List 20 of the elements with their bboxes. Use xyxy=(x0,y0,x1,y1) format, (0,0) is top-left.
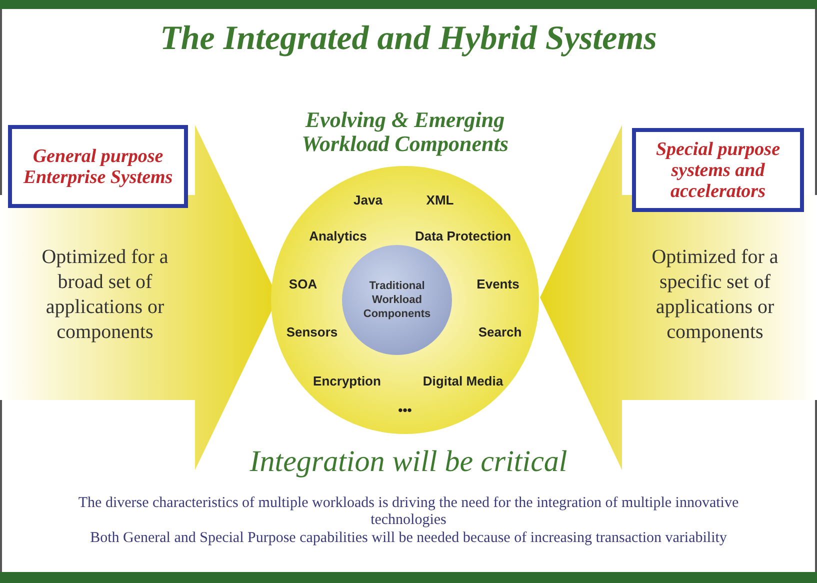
workload-label: Sensors xyxy=(286,324,338,340)
workload-label: Digital Media xyxy=(422,374,504,388)
description-text: Optimized for a broad set of applications or components xyxy=(40,245,170,345)
title: The Integrated and Hybrid Systems xyxy=(159,20,658,58)
title-box: General purpose Enterprise Systems xyxy=(8,125,188,208)
note-text: Both General and Special Purpose capabilities will be needed because of increasing transaction variability xyxy=(89,530,728,547)
description-text: Optimized for a specific set of applications or components xyxy=(650,245,780,345)
workload-label: Events xyxy=(476,276,520,292)
workload-label: Encryption xyxy=(313,374,381,388)
workload-label: Search xyxy=(478,324,522,340)
workload-label: SOA xyxy=(288,276,318,292)
workload-label: Analytics xyxy=(309,228,367,244)
note-text: The diverse characteristics of multiple workloads is driving the need for the integration of multiple innovative technologies xyxy=(77,495,740,529)
heading: Evolving & Emerging Workload Components xyxy=(300,108,510,156)
heading: Integration will be critical xyxy=(248,445,568,479)
title-box: Special purpose systems and accelerators xyxy=(632,128,804,212)
workload-label: XML xyxy=(426,192,454,208)
workload-label: Java xyxy=(354,192,382,208)
workload-label: ••• xyxy=(398,402,412,418)
workload-label: Data Protection xyxy=(414,228,512,244)
